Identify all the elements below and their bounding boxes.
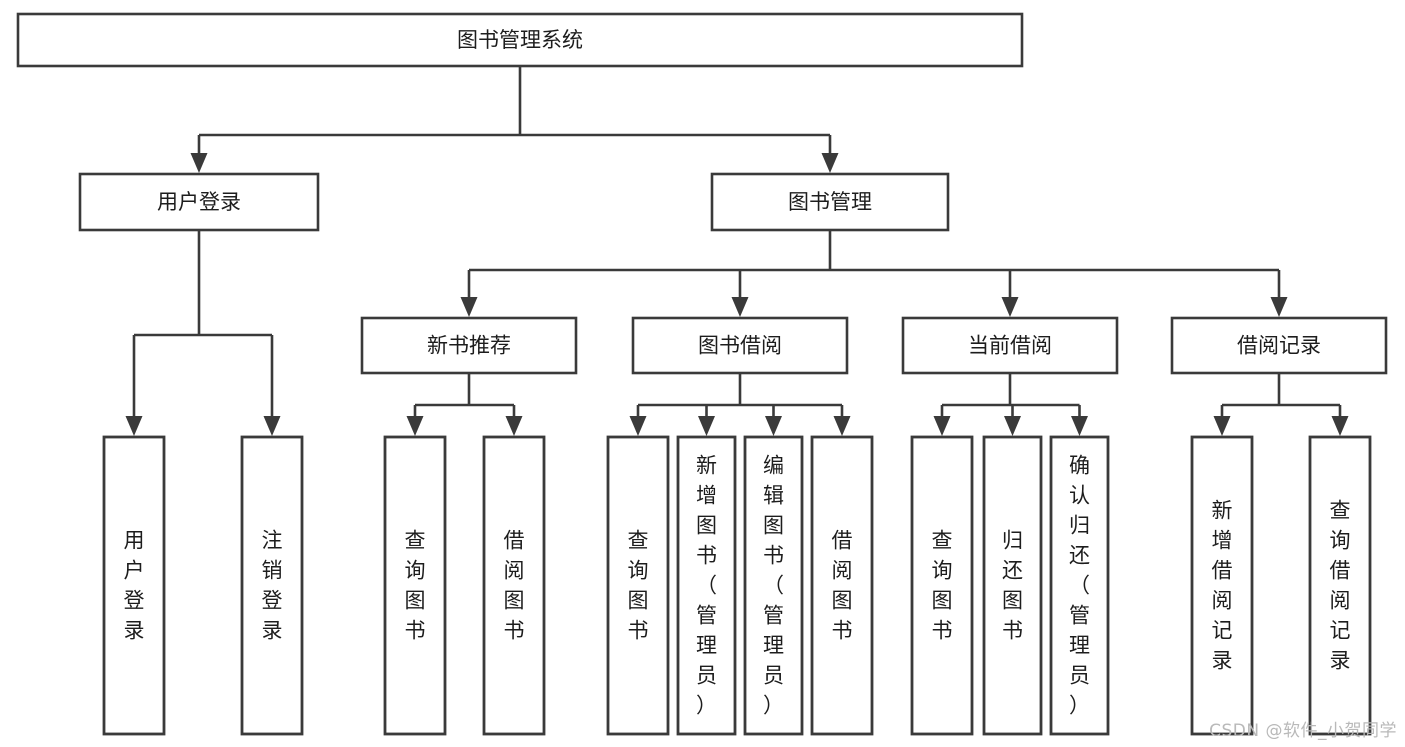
leaf-node[interactable]: 查询图书 [606,435,670,736]
branch-node[interactable]: 图书借阅 [631,316,849,375]
leaf-node[interactable]: 新增图书（管理员） [676,435,737,736]
arrow-head [698,416,715,436]
node-box[interactable] [383,435,447,736]
node-label: 查询借阅记录 [1330,499,1351,673]
node-box[interactable] [1190,435,1254,736]
node-label: 归还图书 [1002,529,1023,643]
node-label: 查询图书 [405,529,426,643]
arrow-head [1004,416,1021,436]
leaf-node[interactable]: 编辑图书（管理员） [743,435,804,736]
node-box[interactable] [743,435,804,736]
node-label: 确认归还（管理员） [1069,454,1090,718]
arrow-head [731,297,749,317]
node-box[interactable] [360,316,578,375]
leaf-node[interactable]: 确认归还（管理员） [1049,435,1110,736]
node-label: 图书借阅 [698,334,782,358]
node-box[interactable] [240,435,304,736]
arrow-head [833,416,851,436]
node-box[interactable] [631,316,849,375]
node-label: 查询图书 [932,529,953,643]
arrow-head [1270,297,1288,317]
arrow-head [263,416,281,436]
leaf-node[interactable]: 注销登录 [240,435,304,736]
arrow-head [125,416,143,436]
leaf-node[interactable]: 用户登录 [102,435,166,736]
node-box[interactable] [982,435,1043,736]
node-box[interactable] [102,435,166,736]
node-label: 新增图书（管理员） [696,454,717,718]
node-label: 新增借阅记录 [1212,499,1233,673]
node-box[interactable] [710,172,950,232]
node-box[interactable] [1049,435,1110,736]
leaf-node[interactable]: 归还图书 [982,435,1043,736]
node-box[interactable] [482,435,546,736]
leaf-node[interactable]: 查询图书 [383,435,447,736]
node-label: 新书推荐 [427,334,511,358]
branch-node[interactable]: 图书管理 [710,172,950,232]
arrow-head [190,153,208,173]
arrow-head [765,416,782,436]
leaf-node[interactable]: 查询图书 [910,435,974,736]
node-label: 图书管理 [788,190,872,214]
branch-node[interactable]: 新书推荐 [360,316,578,375]
node-box[interactable] [606,435,670,736]
node-box[interactable] [910,435,974,736]
node-box[interactable] [1308,435,1372,736]
arrow-head [1001,297,1019,317]
node-label: 当前借阅 [968,334,1052,358]
node-label: 查询图书 [628,529,649,643]
node-box[interactable] [810,435,874,736]
node-box[interactable] [16,12,1024,68]
root-node[interactable]: 图书管理系统 [16,12,1024,68]
arrow-head [1331,416,1349,436]
leaf-node[interactable]: 借阅图书 [482,435,546,736]
node-box[interactable] [1170,316,1388,375]
arrow-head [629,416,647,436]
node-box[interactable] [78,172,320,232]
node-label: 图书管理系统 [457,28,583,52]
node-label: 用户登录 [124,529,145,643]
leaf-node[interactable]: 借阅图书 [810,435,874,736]
node-label: 用户登录 [157,190,241,214]
branch-node[interactable]: 用户登录 [78,172,320,232]
node-label: 借阅图书 [504,529,525,643]
arrow-head [1213,416,1231,436]
leaf-node[interactable]: 新增借阅记录 [1190,435,1254,736]
watermark-text: CSDN @软件_小贺同学 [1209,721,1397,741]
arrow-head [821,153,839,173]
leaf-node[interactable]: 查询借阅记录 [1308,435,1372,736]
connector-layer [125,66,1349,436]
branch-node[interactable]: 借阅记录 [1170,316,1388,375]
node-box[interactable] [901,316,1119,375]
arrow-head [505,416,523,436]
node-label: 注销登录 [262,529,283,643]
node-label: 编辑图书（管理员） [763,454,784,718]
node-label: 借阅记录 [1237,334,1321,358]
node-box[interactable] [676,435,737,736]
node-layer: 图书管理系统用户登录图书管理新书推荐图书借阅当前借阅借阅记录用户登录注销登录查询… [16,12,1388,736]
arrow-head [460,297,478,317]
node-label: 借阅图书 [832,529,853,643]
arrow-head [1071,416,1088,436]
arrow-head [933,416,951,436]
branch-node[interactable]: 当前借阅 [901,316,1119,375]
arrow-head [406,416,424,436]
